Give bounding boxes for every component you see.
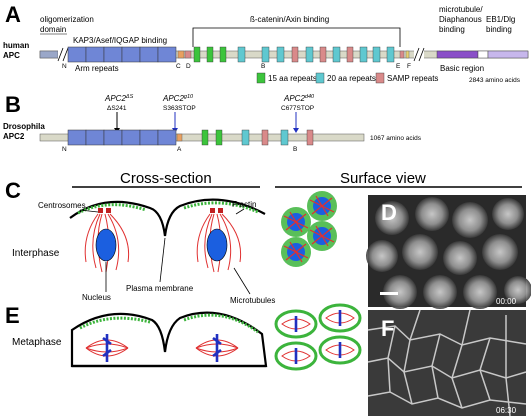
drosophila-label: Drosophila	[3, 122, 45, 131]
surface-interphase-cells	[281, 191, 337, 267]
length-a-label: 2843 amino acids	[469, 77, 521, 84]
segment-a-b	[176, 133, 183, 142]
allele-d40-name: APC2	[283, 94, 305, 103]
microtubules-pointer	[233, 267, 251, 295]
allele-g10-mutation: S363STOP	[163, 105, 196, 112]
allele-ds-mutation: ΔS241	[107, 105, 127, 112]
letter-n-a: N	[62, 63, 67, 70]
metaphase-label: Metaphase	[12, 337, 62, 348]
surface-metaphase-cells	[274, 303, 362, 371]
beta-catenin-label: ß-catenin/Axin binding	[250, 15, 329, 24]
apc2-repeats	[201, 129, 314, 146]
centrosomes-label: Centrosomes	[38, 201, 86, 210]
allele-g10-name: APC2	[162, 94, 184, 103]
segment-d	[184, 50, 192, 59]
break-mark-a2	[413, 47, 425, 62]
letter-c-a: C	[176, 63, 181, 70]
letter-d-a: D	[186, 63, 191, 70]
interphase-cross-section	[69, 198, 266, 273]
allele-d40-mutation: C677STOP	[281, 105, 314, 112]
micrograph-f	[367, 309, 527, 417]
oligomerization-domain-label: domain	[40, 25, 66, 34]
panel-e-letter: E	[5, 303, 20, 328]
membrane-pointer	[159, 237, 166, 283]
break-mark-a	[57, 47, 69, 62]
centrosome-pointer	[79, 209, 99, 213]
allele-d40-sup: d40	[305, 94, 315, 100]
beta-catenin-bracket	[192, 27, 401, 47]
kap3-label: KAP3/Asef/IQGAP binding	[73, 36, 167, 45]
micrograph-d	[366, 195, 531, 309]
panel-d-time: 00:00	[496, 297, 517, 306]
arm-repeats-a	[67, 46, 177, 63]
surface-view-title: Surface view	[340, 170, 426, 187]
oligomerization-domain	[39, 50, 59, 59]
eb1-binding-label: binding	[486, 25, 512, 34]
length-b-label: 1067 amino acids	[370, 135, 422, 142]
letter-a-b: A	[177, 146, 182, 153]
panel-f-time: 06:30	[496, 406, 517, 415]
panel-d-letter: D	[381, 200, 397, 225]
panel-f-letter: F	[381, 316, 394, 341]
legend-15aa: 15 aa repeats	[268, 74, 317, 83]
basic-region	[436, 50, 479, 59]
human-label: human	[3, 41, 29, 50]
apc2-label: APC2	[3, 132, 25, 141]
microtubule-label: microtubule/	[439, 5, 483, 14]
nucleus-label: Nucleus	[82, 293, 111, 302]
letter-e-a: E	[396, 63, 401, 70]
plasma-membrane-label: Plasma membrane	[126, 284, 194, 293]
eb1-label: EB1/Dlg	[486, 15, 515, 24]
oligomerization-label: oligomerization	[40, 15, 94, 24]
gap-segment	[477, 50, 489, 59]
letter-n-b: N	[62, 146, 67, 153]
actin-pointer	[235, 208, 245, 215]
panel-a-letter: A	[5, 2, 21, 27]
arrow-d40-head	[293, 128, 299, 133]
letter-b-a: B	[261, 63, 265, 70]
diaphanous-label: Diaphanous	[439, 15, 482, 24]
apc-label: APC	[3, 51, 20, 60]
allele-d40: APC2d40	[283, 94, 315, 103]
interphase-label: Interphase	[12, 248, 60, 259]
allele-ds: APC2ΔS	[104, 94, 134, 103]
allele-ds-name: APC2	[104, 94, 126, 103]
segment-c	[177, 50, 185, 59]
repeat-legend: 15 aa repeats 20 aa repeats SAMP repeats	[256, 72, 438, 84]
cross-section-title: Cross-section	[120, 170, 212, 187]
legend-samp: SAMP repeats	[387, 74, 438, 83]
scale-bar	[380, 292, 398, 295]
allele-g10-sup: g10	[184, 94, 194, 100]
arm-repeats-label: Arm repeats	[75, 64, 119, 73]
panel-c-letter: C	[5, 178, 21, 203]
arm-repeats-b	[67, 129, 177, 146]
allele-ds-sup: ΔS	[125, 94, 134, 100]
allele-g10: APC2g10	[162, 94, 194, 103]
panel-b-letter: B	[5, 92, 21, 117]
eb1-dlg-region	[487, 50, 529, 59]
metaphase-cross-section	[70, 311, 268, 368]
microtubules-label: Microtubules	[230, 296, 275, 305]
letter-f-a: F	[407, 63, 411, 70]
basic-region-label: Basic region	[440, 64, 484, 73]
mt-binding-label: binding	[439, 25, 465, 34]
beta-catenin-repeats	[193, 46, 410, 63]
legend-20aa: 20 aa repeats	[327, 74, 376, 83]
letter-b-b: B	[293, 146, 297, 153]
f-actin-label: F-actin	[232, 200, 256, 209]
